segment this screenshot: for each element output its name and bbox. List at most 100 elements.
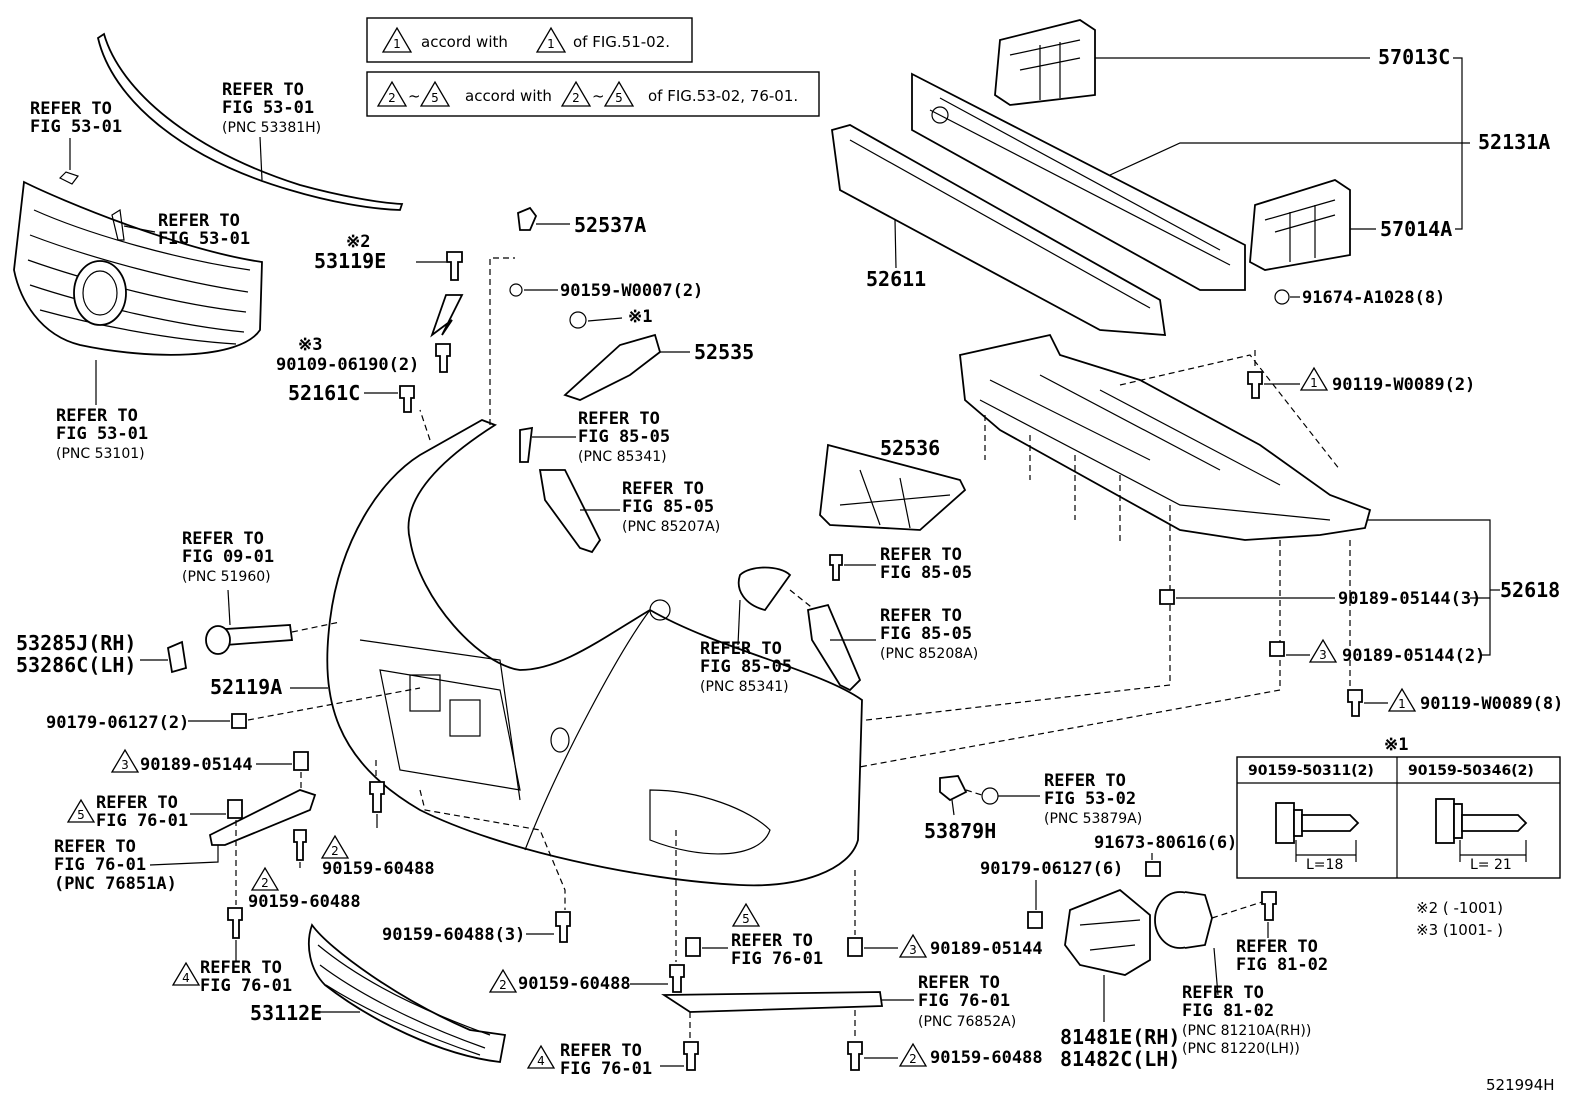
part-number: 90159-W0007(2) (560, 281, 703, 301)
refer-to: REFER TO (30, 99, 112, 119)
pnc-ref: (PNC 76851A) (54, 874, 177, 894)
triangle-mark: 5 (77, 808, 85, 822)
refer-to: REFER TO (1044, 771, 1126, 791)
table-header: 90159-50311(2) (1248, 763, 1374, 779)
fog-lamp-drawing (1154, 891, 1213, 949)
screw-icon (1275, 802, 1360, 862)
star-mark: ※2 (346, 232, 370, 252)
triangle-mark: 2 (909, 1052, 917, 1066)
fig-ref: FIG 85-05 (880, 624, 972, 644)
refer-to: REFER TO (222, 80, 304, 100)
triangle-mark: 2 (388, 91, 396, 105)
fig-ref: FIG 85-05 (578, 427, 670, 447)
triangle-mark: 2 (499, 978, 507, 992)
refer-to: REFER TO (54, 837, 136, 857)
fig-ref: FIG 53-01 (158, 229, 250, 249)
part-number: 90179-06127(2) (46, 713, 189, 733)
table-header: 90159-50346(2) (1408, 763, 1534, 779)
star-mark: ※3 (298, 335, 322, 355)
triangle-mark: 5 (615, 91, 623, 105)
part-number: 52119A (210, 675, 282, 699)
fig-ref: FIG 76-01 (200, 976, 292, 996)
refer-to: REFER TO (560, 1041, 642, 1061)
pnc-ref: (PNC 85341) (700, 679, 789, 695)
triangle-mark: 3 (909, 943, 917, 957)
pnc-ref: (PNC 85341) (578, 449, 667, 465)
refer-to: REFER TO (700, 639, 782, 659)
part-number: 52536 (880, 436, 940, 460)
refer-to: REFER TO (1182, 983, 1264, 1003)
note-text: accord with (421, 33, 508, 51)
refer-to: REFER TO (158, 211, 240, 231)
bracket-57014a-drawing (1249, 179, 1351, 271)
refer-to: REFER TO (200, 958, 282, 978)
screw-icon (1435, 798, 1528, 862)
part-number: 53286C(LH) (16, 653, 136, 677)
part-number: 81481E(RH) (1060, 1025, 1180, 1049)
note-text: of FIG.51-02. (573, 33, 670, 51)
refer-to: REFER TO (56, 406, 138, 426)
triangle-mark: 1 (1310, 376, 1318, 390)
triangle-mark: 1 (547, 37, 555, 51)
screw-length: L=18 (1306, 857, 1343, 873)
refer-to: REFER TO (880, 606, 962, 626)
pnc-ref: (PNC 53879A) (1044, 811, 1142, 827)
fig-ref: FIG 53-01 (30, 117, 122, 137)
triangle-mark: 1 (393, 37, 401, 51)
triangle-mark: 5 (742, 912, 750, 926)
triangle-mark: 3 (121, 758, 129, 772)
part-number: 90189-05144(2) (1342, 646, 1485, 666)
under-cover-52618-drawing (959, 333, 1372, 541)
part-number: 90119-W0089(2) (1332, 375, 1475, 395)
tilde: ~ (408, 87, 421, 105)
bumper-cover-52119a-drawing (326, 419, 863, 887)
refer-to: REFER TO (918, 973, 1000, 993)
part-number: 53112E (250, 1001, 322, 1025)
part-number: 90109-06190(2) (276, 355, 419, 375)
refer-to: REFER TO (880, 545, 962, 565)
part-number: 57013C (1378, 45, 1450, 69)
part-number: 91674-A1028(8) (1302, 288, 1445, 308)
fig-ref: FIG 76-01 (731, 949, 823, 969)
radiator-grille-drawing (13, 171, 263, 356)
triangle-mark: 4 (182, 971, 190, 985)
part-number: 90179-06127(6) (980, 859, 1123, 879)
figure-id: 521994H (1486, 1076, 1555, 1094)
triangle-mark: 4 (537, 1054, 545, 1068)
part-number: 52537A (574, 213, 646, 237)
fig-ref: FIG 53-01 (56, 424, 148, 444)
upper-molding-drawing (96, 32, 404, 211)
refer-to: REFER TO (622, 479, 704, 499)
part-number: 52161C (288, 381, 360, 405)
pnc-ref: (PNC 51960) (182, 569, 271, 585)
fig-ref: FIG 81-02 (1236, 955, 1328, 975)
part-number: 90159-60488 (518, 974, 631, 994)
bracket-57013c-drawing (994, 19, 1096, 106)
pnc-ref: (PNC 53101) (56, 446, 145, 462)
triangle-mark: 2 (331, 844, 339, 858)
part-number: 90189-05144(3) (1338, 589, 1481, 609)
refer-to: REFER TO (182, 529, 264, 549)
part-number: 91673-80616(6) (1094, 833, 1237, 853)
part-number: 90189-05144 (140, 755, 253, 775)
refer-to: REFER TO (731, 931, 813, 951)
part-number: 90189-05144 (930, 939, 1043, 959)
footnote: ※3 (1001- ) (1416, 921, 1503, 939)
note-box-2: 2 ~ 5 accord with 2 ~ 5 of FIG.53-02, 76… (366, 71, 820, 117)
reinforcement-52131a-drawing (911, 72, 1246, 291)
star-mark: ※1 (1384, 735, 1408, 755)
screw-length: L= 21 (1470, 857, 1512, 873)
part-number: 53879H (924, 819, 996, 843)
fig-ref: FIG 85-05 (700, 657, 792, 677)
triangle-mark: 1 (1398, 697, 1406, 711)
triangle-mark: 5 (431, 91, 439, 105)
tilde: ~ (592, 87, 605, 105)
part-number: 52611 (866, 267, 926, 291)
part-number: 90159-60488 (248, 892, 361, 912)
part-number: 57014A (1380, 217, 1452, 241)
footnote: ※2 ( -1001) (1416, 899, 1503, 917)
fig-ref: FIG 09-01 (182, 547, 274, 567)
pnc-ref: (PNC 76852A) (918, 1014, 1016, 1030)
part-number: 90159-60488 (322, 859, 435, 879)
triangle-mark: 2 (572, 91, 580, 105)
